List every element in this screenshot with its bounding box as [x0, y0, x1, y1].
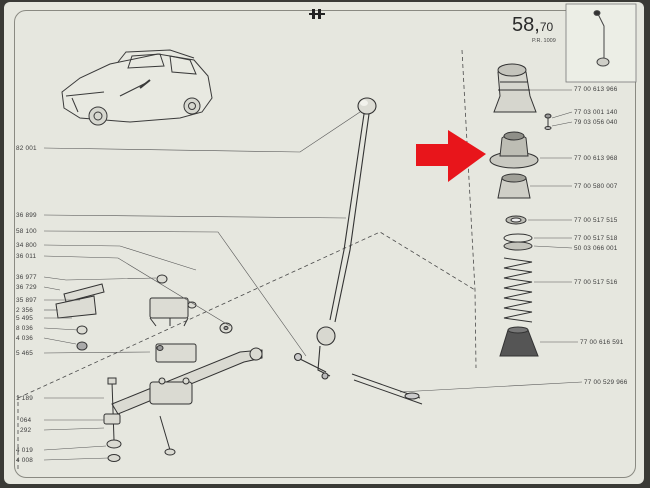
part-number-label: 34 800	[16, 242, 37, 249]
part-number-label: 4 019	[16, 447, 33, 454]
car-illustration	[61, 49, 213, 126]
part-number-label: 4 036	[16, 335, 33, 342]
page-number: 58,70	[512, 14, 554, 36]
part-number-label: 77 00 613 966	[574, 86, 618, 93]
part-number-label: 36 729	[16, 284, 37, 291]
part-number-label: 77 03 001 140	[574, 109, 618, 116]
gear-lever-illustration	[593, 10, 610, 67]
part-number-label: 2 356	[16, 307, 33, 314]
part-number-label: 77 00 517 516	[574, 279, 618, 286]
part-number-label: 292	[20, 427, 32, 434]
part-number-label: 1 189	[16, 395, 33, 402]
part-number-label: 36 977	[16, 274, 37, 281]
gear-shift-rod	[293, 97, 377, 380]
part-number-label: 50 03 066 001	[574, 245, 618, 252]
crosshair-mark	[309, 9, 325, 19]
part-number-label: 36 011	[16, 253, 37, 260]
page-frame	[14, 10, 636, 478]
bracket-parts	[55, 274, 233, 363]
part-number-label: 5 495	[16, 315, 33, 322]
part-number-label: 77 00 517 515	[574, 217, 618, 224]
part-number-label: 79 03 056 040	[574, 119, 618, 126]
linkage-assembly	[103, 347, 263, 462]
part-number-label: 77 00 517 518	[574, 235, 618, 242]
part-number-label: 77 00 613 968	[574, 155, 618, 162]
red-arrow-icon	[416, 130, 486, 182]
part-number-label: 5 465	[16, 350, 33, 357]
part-number-label: 77 00 529 966	[584, 379, 628, 386]
part-number-label: 8 036	[16, 325, 33, 332]
part-number-label: 36 899	[16, 212, 37, 219]
part-number-label: 4 008	[16, 457, 33, 464]
part-number-label: 58 100	[16, 228, 37, 235]
shift-boot-stack	[489, 63, 552, 357]
part-number-label: 77 00 616 591	[580, 339, 624, 346]
part-number-label: 35 897	[16, 297, 37, 304]
page-reference: P.R. 1009	[532, 38, 556, 44]
part-number-label: 064	[20, 417, 32, 424]
control-rod	[351, 373, 423, 405]
part-number-label: 77 00 580 007	[574, 183, 618, 190]
part-number-label: 82 001	[16, 145, 37, 152]
